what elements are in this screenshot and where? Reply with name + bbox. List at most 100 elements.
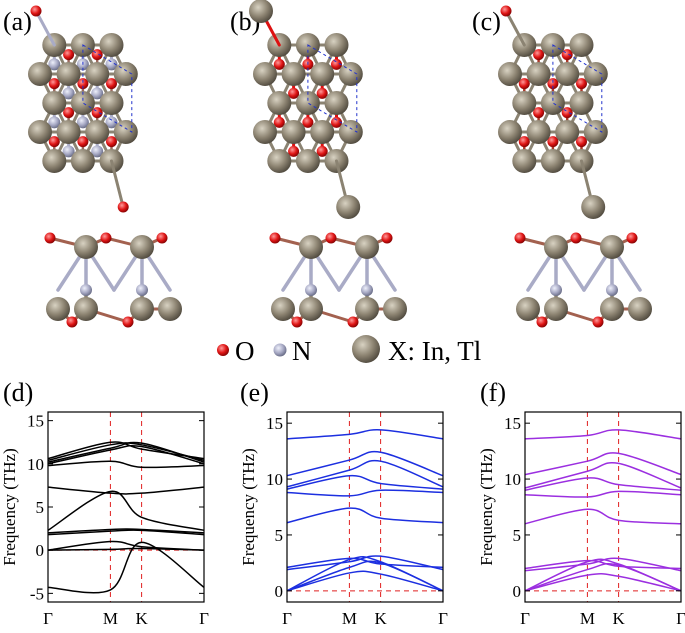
nitrogen-atom — [550, 284, 562, 296]
metal-atom — [569, 91, 594, 115]
metal-atom — [383, 297, 407, 321]
oxygen-atom — [518, 78, 530, 90]
oxygen-atom — [547, 136, 559, 148]
band-line — [286, 489, 444, 497]
legend-metal-label: X: In, Tl — [388, 336, 481, 366]
x-tick-label: M — [580, 609, 595, 628]
metal-atom — [355, 297, 379, 321]
oxygen-atom — [288, 87, 300, 99]
metal-atom — [267, 91, 292, 115]
oxygen-atom — [570, 232, 582, 244]
oxygen-atom — [156, 232, 168, 244]
bond — [34, 9, 56, 47]
oxygen-atom — [66, 316, 78, 328]
y-tick-label: 5 — [513, 526, 522, 545]
x-tick-label: K — [135, 609, 148, 628]
nitrogen-atom — [91, 87, 104, 100]
nitrogen-atom — [105, 116, 118, 129]
metal-atom — [310, 62, 335, 86]
nitrogen-atom — [62, 87, 75, 100]
y-tick-label: 15 — [504, 414, 521, 433]
metal-atom — [498, 120, 522, 144]
metal-atom — [324, 33, 349, 57]
metal-atom — [583, 120, 608, 144]
y-tick-label: 10 — [27, 455, 44, 474]
metal-atom — [253, 120, 277, 144]
nitrogen-atom — [606, 284, 618, 296]
oxygen-atom — [77, 78, 89, 90]
y-axis-title: Frequency (THz) — [477, 448, 496, 566]
oxygen-atom — [44, 232, 56, 244]
nitrogen-atom — [136, 284, 148, 296]
oxygen-atom — [100, 232, 112, 244]
y-tick-label: 0 — [275, 582, 284, 601]
unit-cell — [552, 44, 603, 133]
oxygen-atom — [63, 49, 75, 61]
metal-atom — [555, 120, 580, 144]
nitrogen-atom — [80, 284, 92, 296]
metal-atom — [70, 149, 95, 173]
x-tick-label: Γ — [43, 609, 53, 628]
top-view-c — [498, 5, 608, 219]
nitrogen-atom — [48, 116, 61, 129]
x-tick-label: M — [103, 609, 118, 628]
y-tick-label: 0 — [513, 582, 522, 601]
oxygen-atom — [122, 316, 134, 328]
metal-atom — [281, 62, 306, 86]
oxygen-atom — [302, 116, 314, 128]
top-view-a — [28, 5, 138, 213]
x-tick-label: Γ — [199, 609, 209, 628]
y-tick-label: 10 — [266, 470, 283, 489]
panel-label-f: (f) — [480, 378, 506, 407]
metal-atom — [581, 195, 606, 219]
metal-atom — [130, 297, 154, 321]
band-line — [47, 486, 205, 495]
oxygen-atom — [77, 136, 89, 148]
metal-atom — [324, 91, 349, 115]
band-line — [286, 570, 444, 592]
metal-atom — [158, 297, 182, 321]
band-line — [524, 462, 682, 489]
band-line — [47, 441, 205, 460]
metal-atom — [99, 33, 124, 57]
x-tick-label: Γ — [282, 609, 292, 628]
side-view-a — [44, 232, 182, 328]
metal-atom — [544, 297, 568, 321]
metal-atom — [299, 297, 323, 321]
metal-atom — [512, 149, 537, 173]
x-tick-label: Γ — [438, 609, 448, 628]
crystal-structures — [28, 0, 652, 328]
metal-atom — [46, 297, 70, 321]
metal-atom — [74, 235, 98, 259]
oxygen-atom — [288, 145, 300, 157]
y-axis-title: Frequency (THz) — [239, 448, 258, 566]
metal-atom — [512, 91, 537, 115]
metal-atom — [56, 120, 81, 144]
metal-atom — [544, 235, 568, 259]
y-axis-title: Frequency (THz) — [0, 448, 19, 566]
metal-atom — [28, 120, 52, 144]
oxygen-atom — [269, 232, 281, 244]
oxygen-atom — [48, 78, 60, 90]
unit-cell — [307, 44, 358, 133]
oxygen-atom — [273, 58, 285, 70]
panel-label-a: (a) — [3, 7, 32, 36]
metal-atom — [338, 120, 363, 144]
band-line — [524, 559, 682, 570]
nitrogen-atom — [48, 58, 61, 71]
metal-atom — [253, 62, 277, 86]
band-line — [47, 541, 205, 594]
oxygen-atom — [117, 201, 129, 213]
oxygen-atom — [106, 136, 117, 148]
oxygen-atom — [547, 78, 559, 90]
y-tick-label: 5 — [36, 498, 45, 517]
oxygen-atom — [500, 5, 512, 17]
nitrogen-atom — [76, 116, 89, 129]
band-line — [524, 573, 682, 592]
side-view-c — [514, 232, 652, 328]
plot-frame — [286, 411, 444, 603]
metal-atom — [310, 120, 335, 144]
metal-atom — [516, 297, 540, 321]
